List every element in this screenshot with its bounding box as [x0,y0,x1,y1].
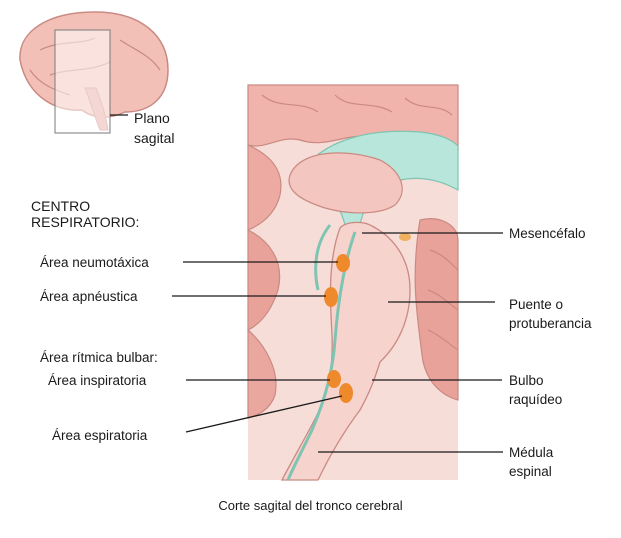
spinal-cord-label-line1: Médula [509,445,554,460]
respiratory-center-heading-line2: RESPIRATORIO: [31,214,140,230]
expiratory-area-label: Área espiratoria [52,428,148,443]
medulla-label-line2: raquídeo [509,392,563,407]
medulla-label-line1: Bulbo [509,373,544,388]
figure-caption: Corte sagital del tronco cerebral [218,498,403,513]
apneustic-area-label: Área apnéustica [40,289,138,304]
right-leader-lines [318,232,503,453]
apneustic-area-dot [324,287,338,307]
plane-label-line2: sagital [134,130,175,146]
pons-label-line2: protuberancia [509,316,592,331]
respiratory-center-heading-line1: CENTRO [31,198,91,214]
respiratory-areas [324,254,353,403]
sagittal-section [247,84,459,481]
inspiratory-area-dot [327,370,341,388]
plane-label-line1: Plano [134,110,170,126]
pneumotaxic-area-label: Área neumotáxica [40,255,149,270]
mesencephalon-label: Mesencéfalo [509,226,586,241]
rhythmic-medullary-area-label: Área rítmica bulbar: [40,350,158,365]
sagittal-plane-rect [54,29,111,134]
inspiratory-area-label: Área inspiratoria [48,373,147,388]
brain-inset [19,11,169,134]
brainstem [280,221,411,481]
mesencephalon-marker [399,233,411,241]
expiratory-area-dot [339,383,353,403]
pneumotaxic-area-dot [336,254,350,272]
pons-label-line1: Puente o [509,297,564,312]
spinal-cord-label-line2: espinal [509,464,552,479]
left-leader-lines [172,261,343,433]
